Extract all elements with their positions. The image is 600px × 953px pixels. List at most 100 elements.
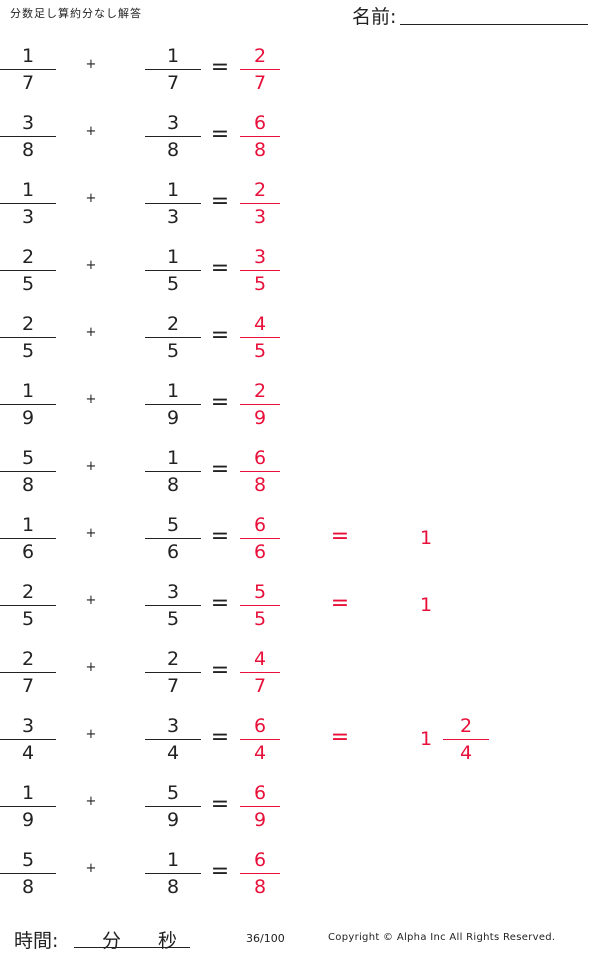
answer-fraction-bar <box>240 605 280 606</box>
addend-b-fraction-denominator: 8 <box>166 139 180 161</box>
addend-a-fraction-numerator: 1 <box>21 514 35 536</box>
name-write-line[interactable] <box>400 24 588 25</box>
addend-a-fraction-bar <box>0 538 56 539</box>
plus-sign: + <box>85 660 97 675</box>
answer-fraction-denominator: 8 <box>253 876 267 898</box>
answer-equals-sign: = <box>330 524 350 549</box>
answer-fraction-denominator: 8 <box>253 139 267 161</box>
equals-sign: = <box>210 591 230 616</box>
plus-sign: + <box>85 727 97 742</box>
name-label: 名前: <box>352 6 397 28</box>
addend-a-fraction-numerator: 3 <box>21 715 35 737</box>
time-label: 時間: <box>14 930 59 952</box>
answer-fraction-bar <box>240 270 280 271</box>
answer-fraction-numerator: 5 <box>253 581 267 603</box>
addend-b-fraction-bar <box>145 873 201 874</box>
addend-b-fraction-numerator: 1 <box>166 179 180 201</box>
answer-fraction-bar <box>240 873 280 874</box>
worksheet-title: 分数足し算約分なし解答 <box>10 7 142 20</box>
equals-sign: = <box>210 323 230 348</box>
addend-b-fraction-bar <box>145 672 201 673</box>
addend-a-fraction-bar <box>0 806 56 807</box>
addend-a-fraction-bar <box>0 404 56 405</box>
addend-a-fraction-denominator: 8 <box>21 474 35 496</box>
answer-mixed-fraction-bar <box>443 739 489 740</box>
answer-fraction-bar <box>240 672 280 673</box>
equals-sign: = <box>210 390 230 415</box>
addend-b-fraction-denominator: 6 <box>166 541 180 563</box>
minutes-label: 分 <box>102 930 122 952</box>
answer-fraction-bar <box>240 471 280 472</box>
answer-whole-number: 1 <box>419 728 433 750</box>
addend-a-fraction-bar <box>0 203 56 204</box>
addend-a-fraction-numerator: 2 <box>21 313 35 335</box>
addend-b-fraction-bar <box>145 605 201 606</box>
plus-sign: + <box>85 191 97 206</box>
addend-b-fraction-denominator: 7 <box>166 675 180 697</box>
copyright-text: Copyright © Alpha Inc All Rights Reserve… <box>328 932 556 943</box>
answer-fraction-denominator: 5 <box>253 340 267 362</box>
addend-b-fraction-denominator: 4 <box>166 742 180 764</box>
addend-a-fraction-numerator: 2 <box>21 246 35 268</box>
answer-fraction-numerator: 6 <box>253 514 267 536</box>
answer-whole-number: 1 <box>419 527 433 549</box>
answer-fraction-denominator: 8 <box>253 474 267 496</box>
addend-a-fraction-denominator: 5 <box>21 273 35 295</box>
plus-sign: + <box>85 258 97 273</box>
plus-sign: + <box>85 459 97 474</box>
equals-sign: = <box>210 524 230 549</box>
plus-sign: + <box>85 526 97 541</box>
addend-b-fraction-numerator: 1 <box>166 45 180 67</box>
answer-fraction-bar <box>240 739 280 740</box>
addend-a-fraction-numerator: 1 <box>21 782 35 804</box>
seconds-label: 秒 <box>158 930 178 952</box>
addend-b-fraction-denominator: 9 <box>166 809 180 831</box>
time-write-line[interactable] <box>74 947 190 948</box>
addend-a-fraction-numerator: 5 <box>21 849 35 871</box>
plus-sign: + <box>85 57 97 72</box>
addend-a-fraction-bar <box>0 672 56 673</box>
addend-a-fraction-bar <box>0 873 56 874</box>
addend-a-fraction-bar <box>0 337 56 338</box>
answer-fraction-numerator: 4 <box>253 648 267 670</box>
addend-b-fraction-numerator: 3 <box>166 112 180 134</box>
addend-a-fraction-numerator: 1 <box>21 179 35 201</box>
answer-equals-sign: = <box>330 591 350 616</box>
answer-fraction-numerator: 2 <box>253 45 267 67</box>
addend-b-fraction-bar <box>145 337 201 338</box>
addend-b-fraction-denominator: 5 <box>166 340 180 362</box>
addend-b-fraction-bar <box>145 136 201 137</box>
addend-b-fraction-bar <box>145 471 201 472</box>
addend-a-fraction-bar <box>0 69 56 70</box>
addend-b-fraction-bar <box>145 739 201 740</box>
addend-a-fraction-denominator: 8 <box>21 139 35 161</box>
addend-a-fraction-denominator: 3 <box>21 206 35 228</box>
answer-fraction-denominator: 9 <box>253 809 267 831</box>
addend-b-fraction-denominator: 3 <box>166 206 180 228</box>
answer-mixed-fraction-denominator: 4 <box>459 742 473 764</box>
answer-fraction-numerator: 6 <box>253 715 267 737</box>
equals-sign: = <box>210 457 230 482</box>
equals-sign: = <box>210 658 230 683</box>
